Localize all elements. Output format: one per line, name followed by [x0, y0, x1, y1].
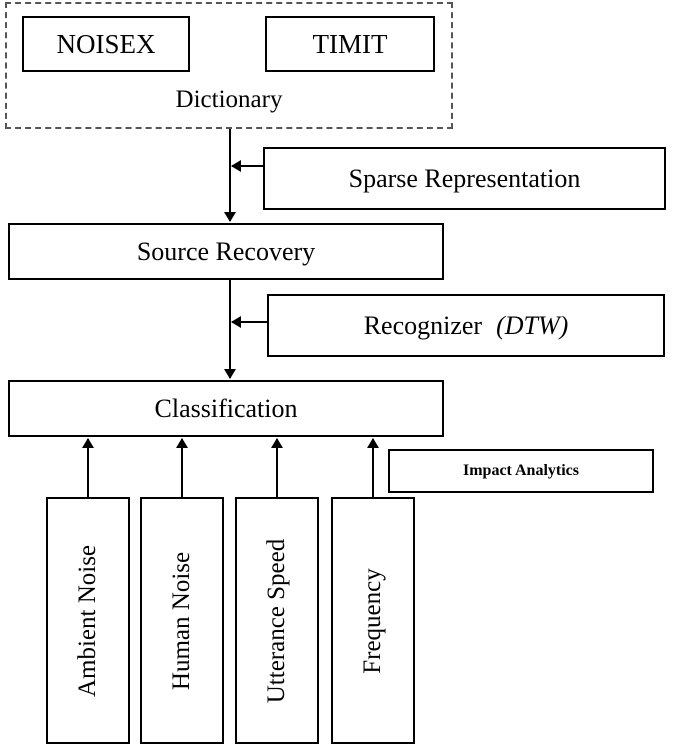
source-recovery-label: Source Recovery — [136, 236, 316, 266]
impact-analytics-box: Impact Analytics — [388, 449, 654, 493]
recognizer-box: Recognizer (DTW) — [267, 294, 665, 357]
dictionary-group — [5, 2, 453, 129]
frequency-box: Frequency — [331, 497, 415, 744]
classification-label: Classification — [154, 393, 298, 423]
noisex-box: NOISEX — [22, 16, 190, 72]
timit-box: TIMIT — [265, 16, 435, 72]
ambient-noise-box: Ambient Noise — [46, 497, 130, 744]
sparse-representation-box: Sparse Representation — [263, 147, 666, 210]
utterance-speed-box: Utterance Speed — [235, 497, 319, 744]
sparse-representation-label: Sparse Representation — [348, 163, 581, 193]
noisex-label: NOISEX — [56, 28, 156, 59]
impact-analytics-label: Impact Analytics — [463, 462, 579, 479]
human-noise-box: Human Noise — [140, 497, 224, 744]
timit-label: TIMIT — [312, 28, 388, 59]
recognizer-method: (DTW) — [496, 310, 569, 340]
source-recovery-box: Source Recovery — [8, 223, 444, 280]
dictionary-label: Dictionary — [175, 86, 283, 113]
recognizer-label: Recognizer — [363, 310, 483, 340]
classification-box: Classification — [8, 380, 444, 437]
